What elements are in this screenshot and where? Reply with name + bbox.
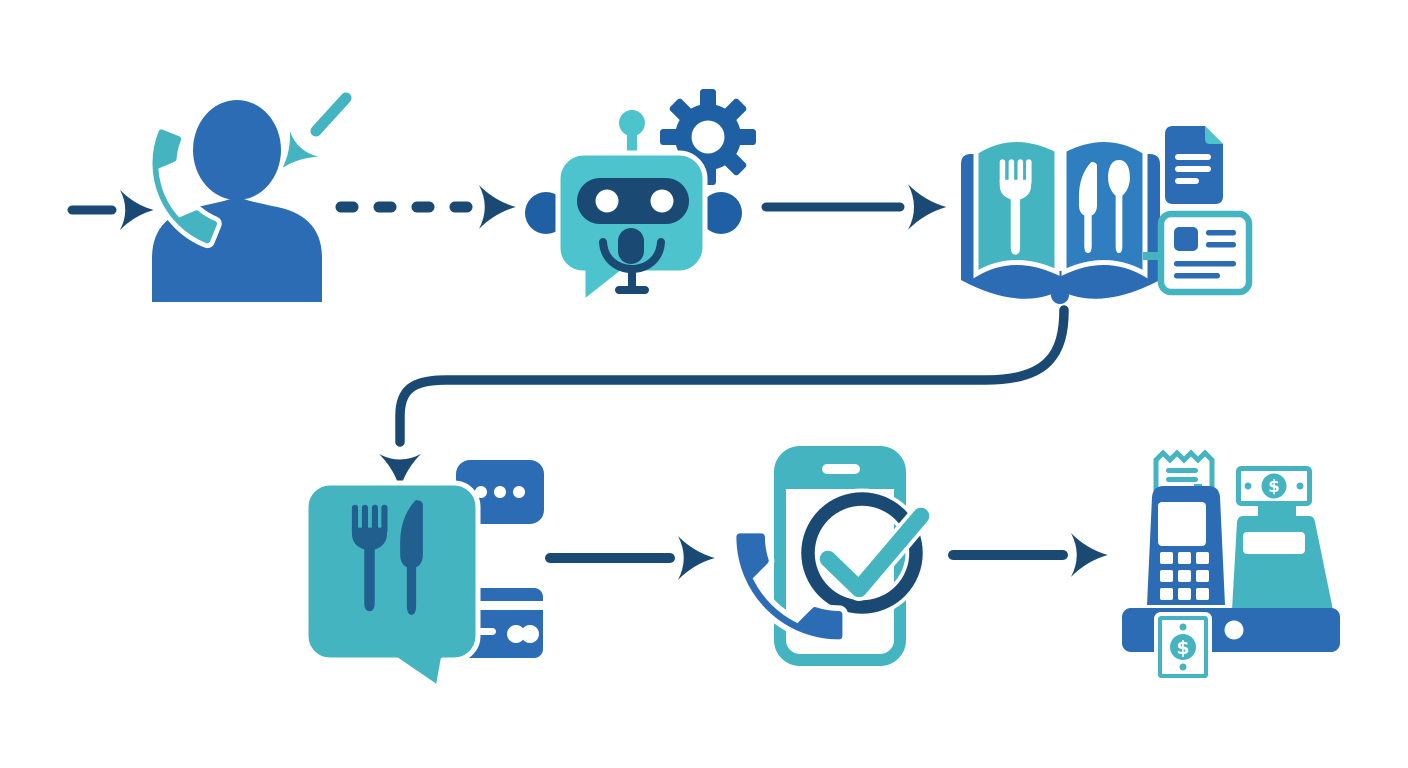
card-connector-line <box>1143 252 1171 260</box>
register-body-icon <box>1232 516 1333 610</box>
dollar-sign: $ <box>1268 477 1280 497</box>
edge-solid-arrow-1 <box>761 184 947 230</box>
edge-curved-arrow <box>379 305 1069 486</box>
order-speech-bubble-icon <box>303 480 481 691</box>
pos-terminal-icon <box>1147 486 1225 605</box>
robot-right-eye-icon <box>650 189 674 213</box>
document-icon <box>1165 126 1223 204</box>
robot-antenna-icon <box>619 110 645 156</box>
node-menu-lookup <box>961 126 1253 304</box>
robot-left-eye-icon <box>595 189 619 213</box>
phone-handset-icon <box>730 527 848 645</box>
phone-handset-icon <box>147 124 222 249</box>
details-card-icon <box>1157 210 1253 296</box>
person-silhouette-icon <box>152 100 322 302</box>
node-order-taking <box>303 460 544 691</box>
edge-solid-arrow-3 <box>948 533 1108 577</box>
robot-right-ear-icon <box>700 192 742 234</box>
incoming-call-arrow-icon <box>268 92 352 181</box>
microphone-icon <box>599 228 665 294</box>
dollar-sign: $ <box>1176 637 1189 659</box>
node-order-confirmation <box>730 446 933 666</box>
cash-bill-icon: $ <box>1236 466 1312 506</box>
register-display <box>1243 532 1305 554</box>
robot-visor-icon <box>577 178 689 224</box>
check-circle-icon <box>797 488 933 618</box>
edge-start-arrow <box>67 190 154 230</box>
edge-dashed-arrow <box>335 185 516 229</box>
edge-solid-arrow-2 <box>545 536 715 580</box>
drawer-cash-bill-icon: $ <box>1154 612 1212 682</box>
node-ai-voice-assistant <box>525 89 756 309</box>
node-incoming-call-customer <box>147 92 352 302</box>
menu-right-page <box>1061 137 1148 279</box>
node-payment-checkout: $ $ <box>1122 449 1340 682</box>
